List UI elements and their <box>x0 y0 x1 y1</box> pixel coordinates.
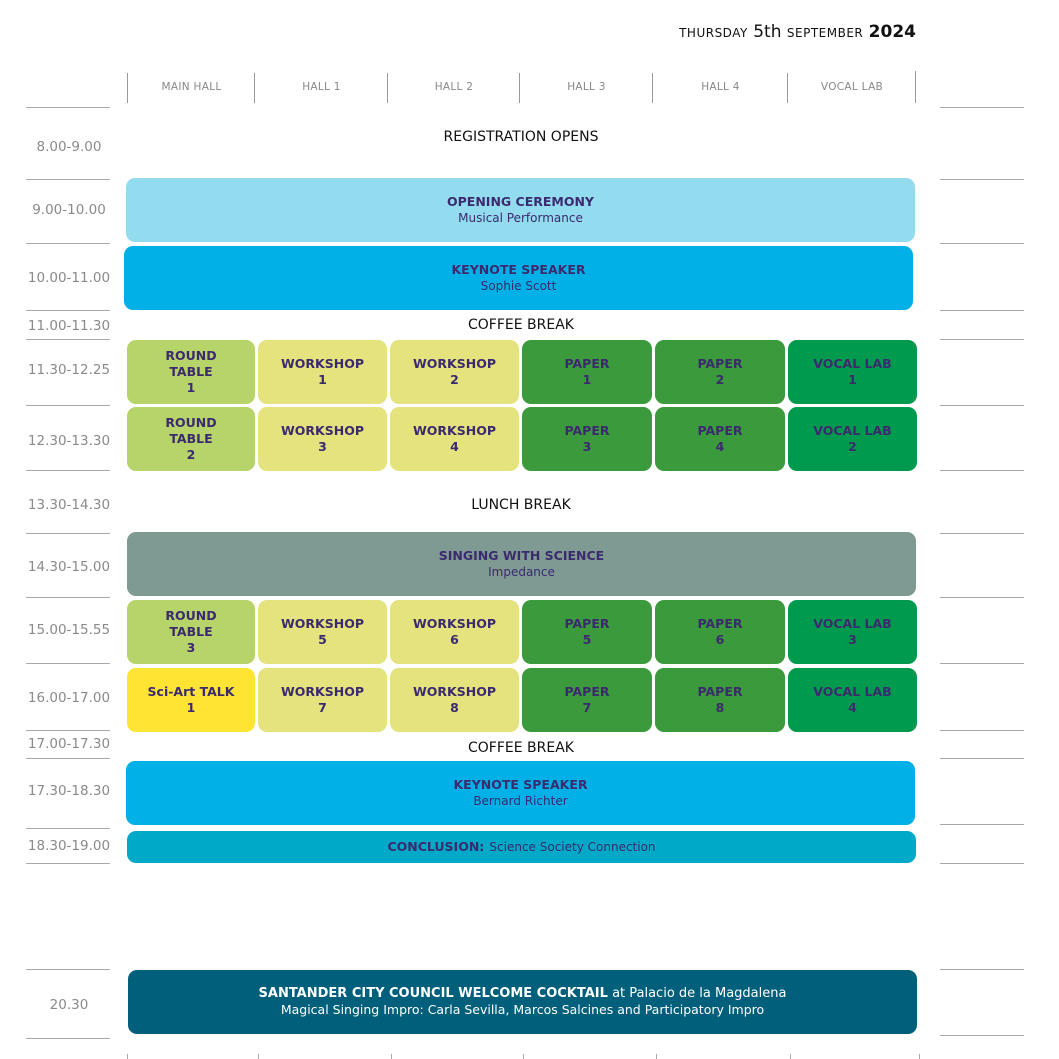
coffee-break-banner: COFFEE BREAK <box>468 317 574 333</box>
time-slot: 17.00-17.30 <box>27 736 111 752</box>
lunch-break-banner: LUNCH BREAK <box>471 497 571 513</box>
hall-header-main-hall: MAIN HALL <box>127 73 255 103</box>
rule <box>940 758 1024 759</box>
column-tick <box>391 1054 392 1059</box>
time-slot: 11.30-12.25 <box>27 362 111 378</box>
hall-header-vocal-lab: VOCAL LAB <box>787 73 916 103</box>
time-slot: 9.00-10.00 <box>32 202 106 218</box>
time-slot: 20.30 <box>49 997 89 1013</box>
date-day: 5th <box>753 22 782 42</box>
rule <box>26 533 110 534</box>
column-tick <box>919 1054 920 1059</box>
rule <box>26 179 110 180</box>
rule <box>940 533 1024 534</box>
rule <box>26 107 110 108</box>
column-tick <box>127 1054 128 1059</box>
time-slot: 18.30-19.00 <box>27 838 111 854</box>
time-slot: 13.30-14.30 <box>27 497 111 513</box>
hall-header-hall-4: HALL 4 <box>652 73 788 103</box>
rule <box>26 828 110 829</box>
rule <box>26 969 110 970</box>
rule <box>26 470 110 471</box>
column-tick <box>523 1054 524 1059</box>
welcome-cocktail-block[interactable]: SANTANDER CITY COUNCIL WELCOME COCKTAIL … <box>128 970 917 1034</box>
rule <box>26 863 110 864</box>
rule <box>940 730 1024 731</box>
time-slot: 17.30-18.30 <box>27 783 111 799</box>
rule <box>940 339 1024 340</box>
time-slot: 16.00-17.00 <box>27 690 111 706</box>
rule <box>26 758 110 759</box>
registration-banner: REGISTRATION OPENS <box>443 129 599 145</box>
hall-header-hall-2: HALL 2 <box>387 73 520 103</box>
column-tick <box>656 1054 657 1059</box>
time-slot: 11.00-11.30 <box>27 318 111 334</box>
time-slot: 14.30-15.00 <box>27 559 111 575</box>
rule <box>26 663 110 664</box>
rule <box>26 730 110 731</box>
hall-header-hall-3: HALL 3 <box>519 73 653 103</box>
rule <box>940 310 1024 311</box>
date-year: 2024 <box>868 22 916 42</box>
rule <box>940 863 1024 864</box>
coffee-break-banner: COFFEE BREAK <box>468 740 574 756</box>
rule <box>26 1038 110 1039</box>
time-slot: 10.00-11.00 <box>27 270 111 286</box>
rule <box>26 597 110 598</box>
rule <box>26 310 110 311</box>
time-slot: 8.00-9.00 <box>36 139 102 155</box>
rule <box>940 405 1024 406</box>
time-slot: 12.30-13.30 <box>27 433 111 449</box>
hall-header-hall-1: HALL 1 <box>254 73 388 103</box>
rule <box>26 243 110 244</box>
rule <box>26 405 110 406</box>
rule <box>940 243 1024 244</box>
column-tick <box>258 1054 259 1059</box>
time-slot: 15.00-15.55 <box>27 622 111 638</box>
rule <box>940 969 1024 970</box>
rule <box>940 597 1024 598</box>
hall-header-divider <box>915 71 917 103</box>
keynote-speaker-block[interactable]: KEYNOTE SPEAKER Sophie Scott <box>124 246 913 310</box>
rule <box>940 1035 1024 1036</box>
rule <box>26 339 110 340</box>
page-date: THURSDAY 5th SEPTEMBER 2024 <box>679 22 916 42</box>
date-weekday: THURSDAY <box>679 26 748 40</box>
rule <box>940 107 1024 108</box>
rule <box>940 179 1024 180</box>
singing-with-science-block[interactable]: SINGING WITH SCIENCE Impedance <box>127 532 916 596</box>
date-month: SEPTEMBER <box>786 26 864 40</box>
rule <box>940 663 1024 664</box>
keynote-speaker-block[interactable]: KEYNOTE SPEAKER Bernard Richter <box>126 761 915 825</box>
conclusion-block[interactable]: CONCLUSION: Science Society Connection <box>127 831 916 863</box>
rule <box>940 824 1024 825</box>
rule <box>940 470 1024 471</box>
column-tick <box>790 1054 791 1059</box>
opening-ceremony-block[interactable]: OPENING CEREMONY Musical Performance <box>126 178 915 242</box>
